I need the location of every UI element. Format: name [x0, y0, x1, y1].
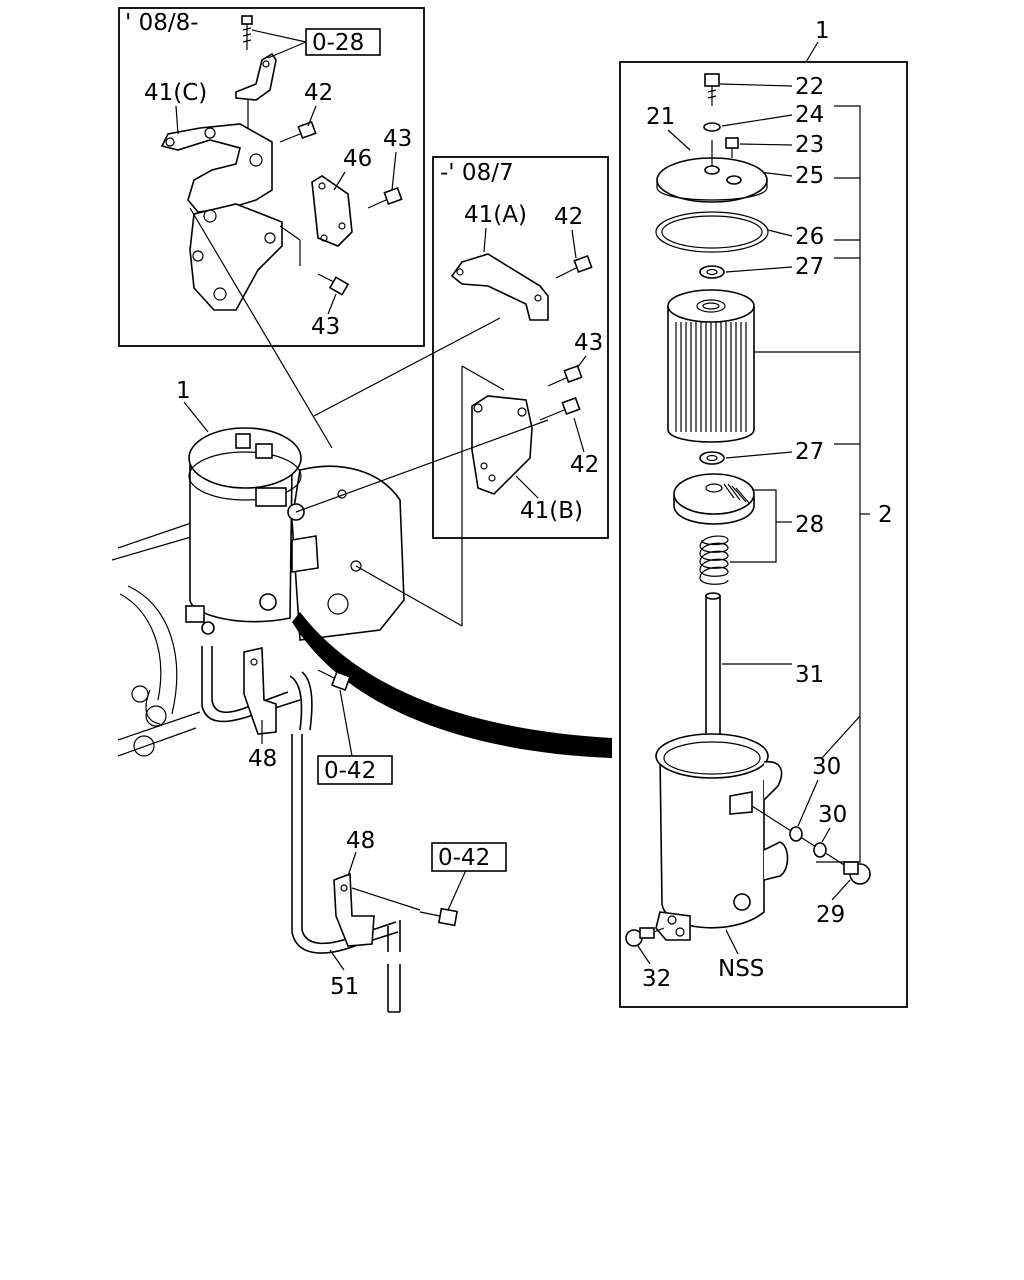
callout-32: 32 [642, 966, 671, 992]
callout-31: 31 [795, 662, 824, 688]
hose-clip-48-upper-icon [243, 647, 277, 735]
washer-30-a-icon [789, 826, 803, 842]
callout-26: 26 [795, 224, 824, 250]
callout-1-left: 1 [176, 378, 191, 404]
bolt-42-top-icon [555, 254, 593, 279]
washer-30-b-icon [813, 842, 827, 858]
bolt-22-icon [704, 73, 720, 106]
leader-inset1 [189, 207, 333, 449]
fuel-hose-segment [289, 671, 313, 731]
bolt-29-icon [843, 861, 871, 885]
bolt-43-lower-icon [317, 273, 350, 296]
callout-23: 23 [795, 132, 824, 158]
center-pipe-31-icon [705, 592, 721, 753]
engine-housing-icon [291, 465, 405, 641]
callout-42-inset2-b: 42 [570, 452, 599, 478]
spring-seat-28-icon [673, 473, 755, 525]
washer-24-icon [703, 122, 721, 132]
callout-42-inset1: 42 [304, 80, 333, 106]
ref-box-0-42-b [431, 842, 507, 872]
ref-0-28: 0-28 [312, 30, 364, 56]
o-ring-26-icon [655, 211, 769, 253]
clamp-bracket-icon [235, 52, 277, 101]
callout-41a: 41(A) [464, 202, 527, 228]
inset-before-0807: -' 08/7 41(A) 42 43 42 41(B) [432, 156, 609, 626]
filter-cap-21-icon [656, 140, 768, 203]
bracket-41c-icon [160, 123, 273, 213]
filter-element-icon [667, 289, 755, 443]
callout-30-a: 30 [812, 754, 841, 780]
callout-28: 28 [795, 512, 824, 538]
hose-clip-48-lower-icon [333, 872, 375, 947]
callout-22: 22 [795, 74, 824, 100]
fuel-filter-installed-icon [185, 427, 319, 635]
bracket-41b-icon [471, 395, 533, 495]
bracket-41a-icon [450, 253, 549, 321]
callout-27-a: 27 [795, 254, 824, 280]
callout-25: 25 [795, 163, 824, 189]
spring-28-icon [699, 535, 729, 585]
callout-29: 29 [816, 902, 845, 928]
callout-41b: 41(B) [520, 498, 583, 524]
callout-nss: NSS [718, 956, 764, 982]
washer-27-lower-icon [699, 451, 725, 465]
bolt-42-bottom-icon [539, 396, 581, 421]
filter-exploded-view: 1 22 24 23 25 [619, 18, 908, 1008]
callout-30-b: 30 [818, 802, 847, 828]
callout-41c: 41(C) [144, 80, 207, 106]
callout-43-inset1-b: 43 [311, 314, 340, 340]
exploded-frame [619, 61, 908, 1008]
callout-21: 21 [646, 104, 675, 130]
engine-base-line [117, 711, 201, 757]
callout-43-inset1-a: 43 [383, 126, 412, 152]
engine-edge-line [111, 519, 201, 561]
date-label-after: ' 08/8- [125, 10, 199, 36]
callout-1-top: 1 [815, 18, 830, 44]
inset-after-0808: ' 08/8- 0-28 [118, 7, 425, 347]
leader-inset2-b [295, 419, 549, 513]
callout-43-inset2: 43 [574, 330, 603, 356]
callout-2: 2 [878, 502, 893, 528]
callout-42-inset2-a: 42 [554, 204, 583, 230]
washer-27-upper-icon [699, 265, 725, 279]
callout-bracket-28 [730, 489, 777, 563]
leader-inset2-a [313, 317, 501, 417]
exploded-view-pointer [292, 612, 612, 758]
engine-mount-assembly: 1 48 0-42 48 [111, 207, 612, 1013]
plug-23-icon [725, 137, 739, 158]
bolt-42-icon [279, 120, 317, 143]
bolt-43-icon [547, 364, 583, 387]
bolt-icon [241, 15, 253, 50]
bracket-base-icon [189, 203, 283, 311]
fuel-hose-end [387, 964, 401, 1013]
bolt-0-42-upper-icon [317, 669, 351, 691]
callout-48-a: 48 [248, 746, 277, 772]
callout-51: 51 [330, 974, 359, 1000]
engine-curve [119, 585, 178, 715]
callout-24: 24 [795, 102, 824, 128]
drain-bolt-32-icon [625, 927, 665, 947]
callout-46: 46 [343, 146, 372, 172]
callout-27-b: 27 [795, 439, 824, 465]
assembly-2-bracket [816, 105, 861, 863]
ref-0-42-b: 0-42 [438, 845, 490, 871]
ref-0-42-a: 0-42 [324, 758, 376, 784]
leader-inset2-c [355, 565, 463, 627]
date-label-before: -' 08/7 [440, 160, 514, 186]
callout-48-b: 48 [346, 828, 375, 854]
filter-case-icon [655, 733, 789, 941]
plate-46-icon [311, 175, 353, 247]
ref-box-0-42-a [317, 755, 393, 785]
bolt-43-upper-icon [367, 186, 403, 209]
bolt-0-42-lower-icon [419, 907, 459, 927]
inset-frame-before-0807 [432, 156, 609, 539]
